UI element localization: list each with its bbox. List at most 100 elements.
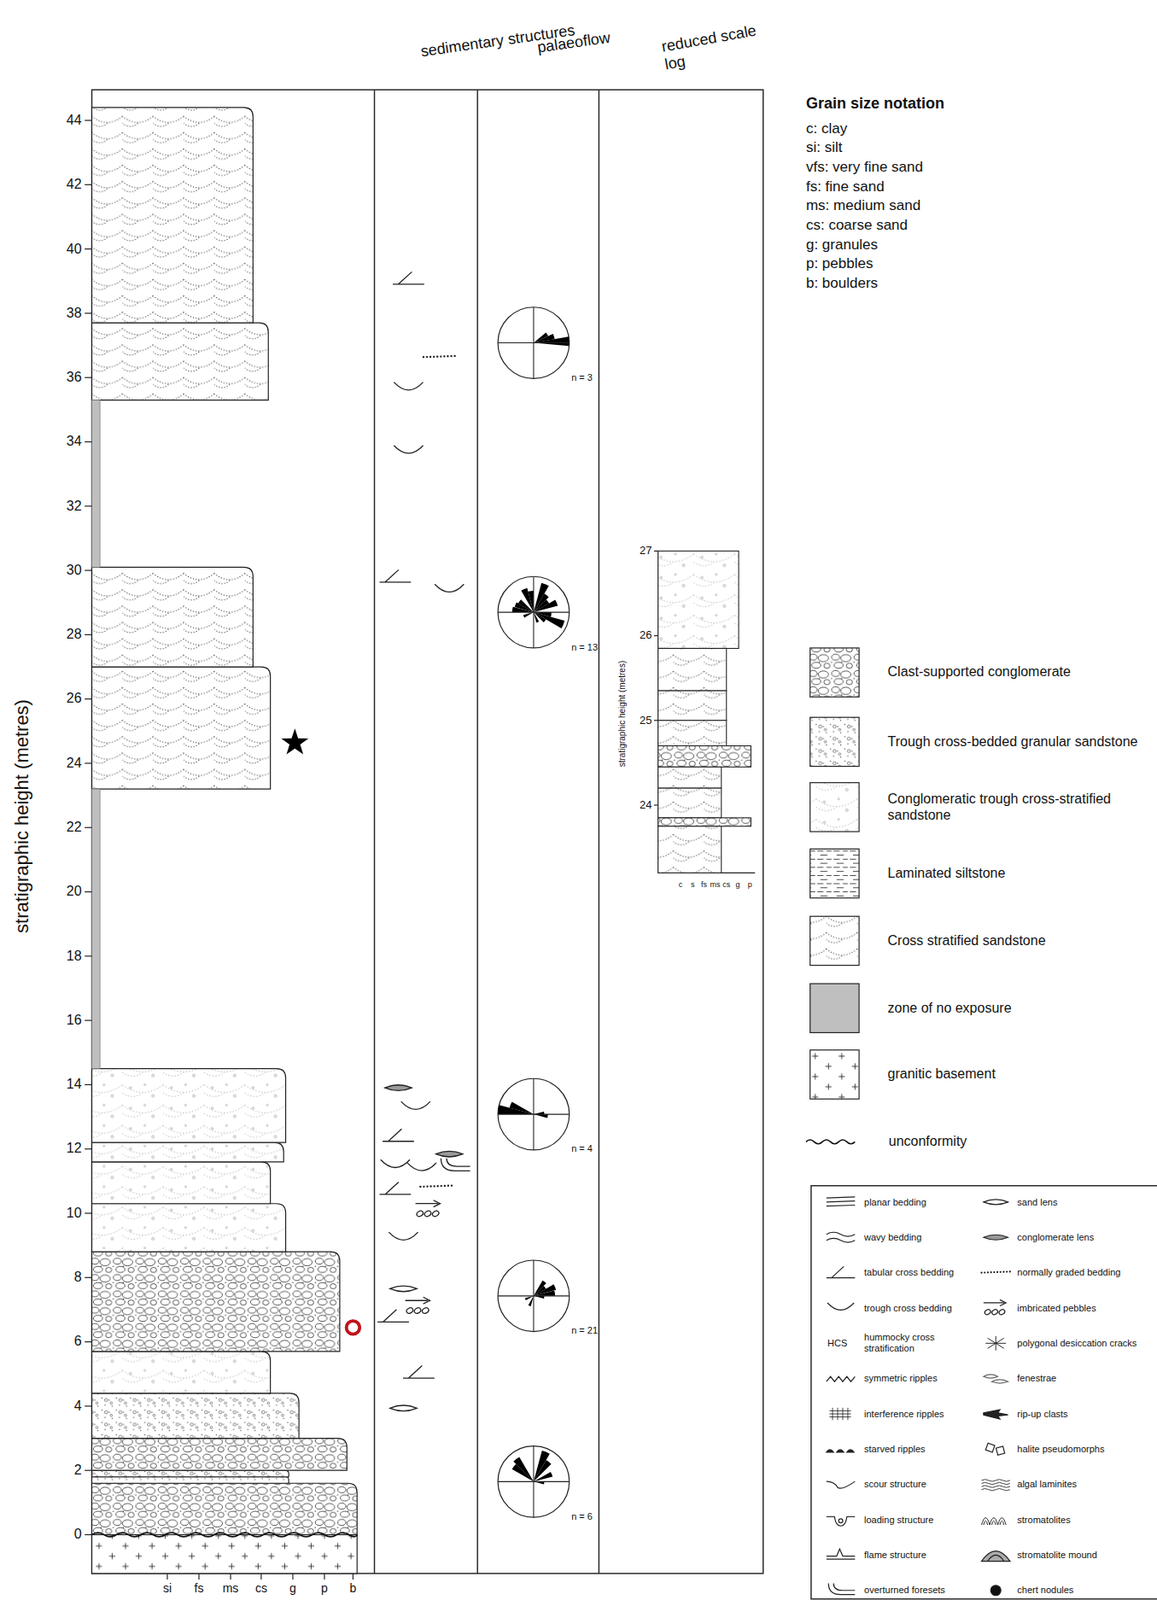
structure-symbol xyxy=(380,1159,410,1168)
axis-number: 34 xyxy=(66,433,82,450)
axis-tick xyxy=(84,634,92,636)
axis-number: 26 xyxy=(66,690,82,707)
legend-symbol xyxy=(826,1481,855,1489)
legend-text: Clast-supported conglomerate xyxy=(888,664,1071,680)
rose-petal xyxy=(533,612,539,623)
axis-tick xyxy=(84,119,92,121)
structure-symbol xyxy=(405,1297,431,1304)
grain-size-tick: p xyxy=(321,1581,328,1596)
rose-cross xyxy=(497,1078,570,1151)
notation-line: c: clay xyxy=(806,120,848,138)
axis-number: 44 xyxy=(66,112,82,129)
small-log-bed xyxy=(658,818,752,827)
legend-text: zone of no exposure xyxy=(888,999,1012,1016)
legend-symbol xyxy=(990,1585,1001,1596)
axis-tick xyxy=(84,312,92,314)
structure-symbol xyxy=(382,1128,415,1141)
grain-size-tick: fs xyxy=(701,880,708,889)
small-log-bed xyxy=(658,788,722,819)
rose-count: n = 21 xyxy=(571,1325,598,1337)
structure-symbol xyxy=(403,1366,435,1379)
legend-symbol xyxy=(826,1232,855,1243)
legend-text: hummocky cross stratification xyxy=(864,1332,984,1354)
no-exposure-strip xyxy=(92,400,101,568)
axis-tick xyxy=(654,550,659,552)
notation-line: p: pebbles xyxy=(806,256,873,274)
grain-size-tick: fs xyxy=(194,1581,205,1596)
legend-symbol xyxy=(826,1516,855,1526)
log-bed xyxy=(92,107,254,323)
legend-text: stromatolites xyxy=(1016,1513,1070,1526)
small-log-bed xyxy=(658,648,727,691)
legend-symbol xyxy=(829,1408,851,1420)
structure-symbol xyxy=(415,1209,425,1218)
legend-symbol xyxy=(826,1548,855,1560)
rose-circle xyxy=(497,1260,570,1333)
legend-swatch xyxy=(810,648,859,697)
structure-symbol xyxy=(385,1085,413,1092)
structure-symbol xyxy=(420,1186,452,1187)
axis-number: 10 xyxy=(66,1205,82,1222)
log-bed xyxy=(92,1351,271,1394)
axis-number: 30 xyxy=(66,562,82,579)
axis-number: 12 xyxy=(66,1140,82,1157)
axis-tick xyxy=(84,698,92,700)
legend-symbol xyxy=(985,1336,1006,1351)
rose-petal xyxy=(533,1284,556,1297)
legend-symbol xyxy=(826,1449,854,1453)
legend-text: planar bedding xyxy=(864,1196,927,1208)
legend-swatch xyxy=(810,783,859,832)
legend-symbol xyxy=(826,1376,855,1382)
grain-size-tick: si xyxy=(163,1581,172,1596)
legend-text: chert nodules xyxy=(1016,1584,1074,1596)
notation-line: g: granules xyxy=(806,236,878,254)
granite-basement xyxy=(92,1535,358,1574)
legend-symbol xyxy=(985,1443,995,1453)
axis-number: 38 xyxy=(66,305,82,322)
axis-tick xyxy=(198,1573,199,1580)
legend-symbol xyxy=(826,1266,855,1278)
structure-symbol xyxy=(380,1159,410,1168)
legend-symbol xyxy=(829,1408,851,1420)
legend-symbol xyxy=(981,1518,1006,1526)
structure-symbol xyxy=(377,1309,410,1322)
rose-petal xyxy=(533,1472,553,1482)
sample-ring xyxy=(346,1320,361,1335)
axis-tick xyxy=(166,1573,168,1580)
axis-tick xyxy=(84,1534,92,1536)
axis-number: 40 xyxy=(66,240,82,257)
legend-swatch xyxy=(810,717,859,766)
legend-symbol xyxy=(826,1548,855,1560)
legend-text: fenestrae xyxy=(1016,1373,1057,1385)
legend-symbol xyxy=(995,1446,1005,1456)
small-log-bed xyxy=(658,720,727,747)
axis-number: 6 xyxy=(74,1333,82,1350)
structure-symbol xyxy=(405,1297,431,1315)
axis-tick xyxy=(292,1573,293,1580)
legend-symbol xyxy=(981,1551,1010,1562)
rose-count: n = 3 xyxy=(571,372,593,384)
axis-tick xyxy=(654,635,659,637)
grain-size-tick: p xyxy=(747,880,753,889)
rose-circle xyxy=(497,1078,570,1151)
structure-symbol xyxy=(390,1405,418,1412)
legend-symbol xyxy=(983,1234,1009,1240)
legend-symbol xyxy=(828,1583,855,1595)
legend-symbol xyxy=(983,1308,992,1316)
grain-size-tick: cs xyxy=(255,1581,268,1596)
axis-number: 36 xyxy=(66,369,82,386)
legend-text: stromatolite mound xyxy=(1016,1549,1098,1561)
structure-symbol xyxy=(415,1200,441,1208)
rose-count: n = 4 xyxy=(571,1143,593,1155)
axis-tick xyxy=(654,719,659,721)
legend-text: imbricated pebbles xyxy=(1016,1302,1096,1314)
legend-text: normally graded bedding xyxy=(1016,1267,1121,1279)
structure-symbol xyxy=(415,1200,441,1218)
log-bed xyxy=(92,1142,285,1163)
grain-size-tick: g xyxy=(735,880,740,889)
structure-symbol xyxy=(382,1128,415,1141)
legend-text: Conglomeratic trough cross-stratified sa… xyxy=(888,791,1149,824)
axis-tick xyxy=(352,1573,354,1580)
legend-symbol xyxy=(985,1443,1005,1456)
legend-symbol xyxy=(983,1299,1006,1315)
